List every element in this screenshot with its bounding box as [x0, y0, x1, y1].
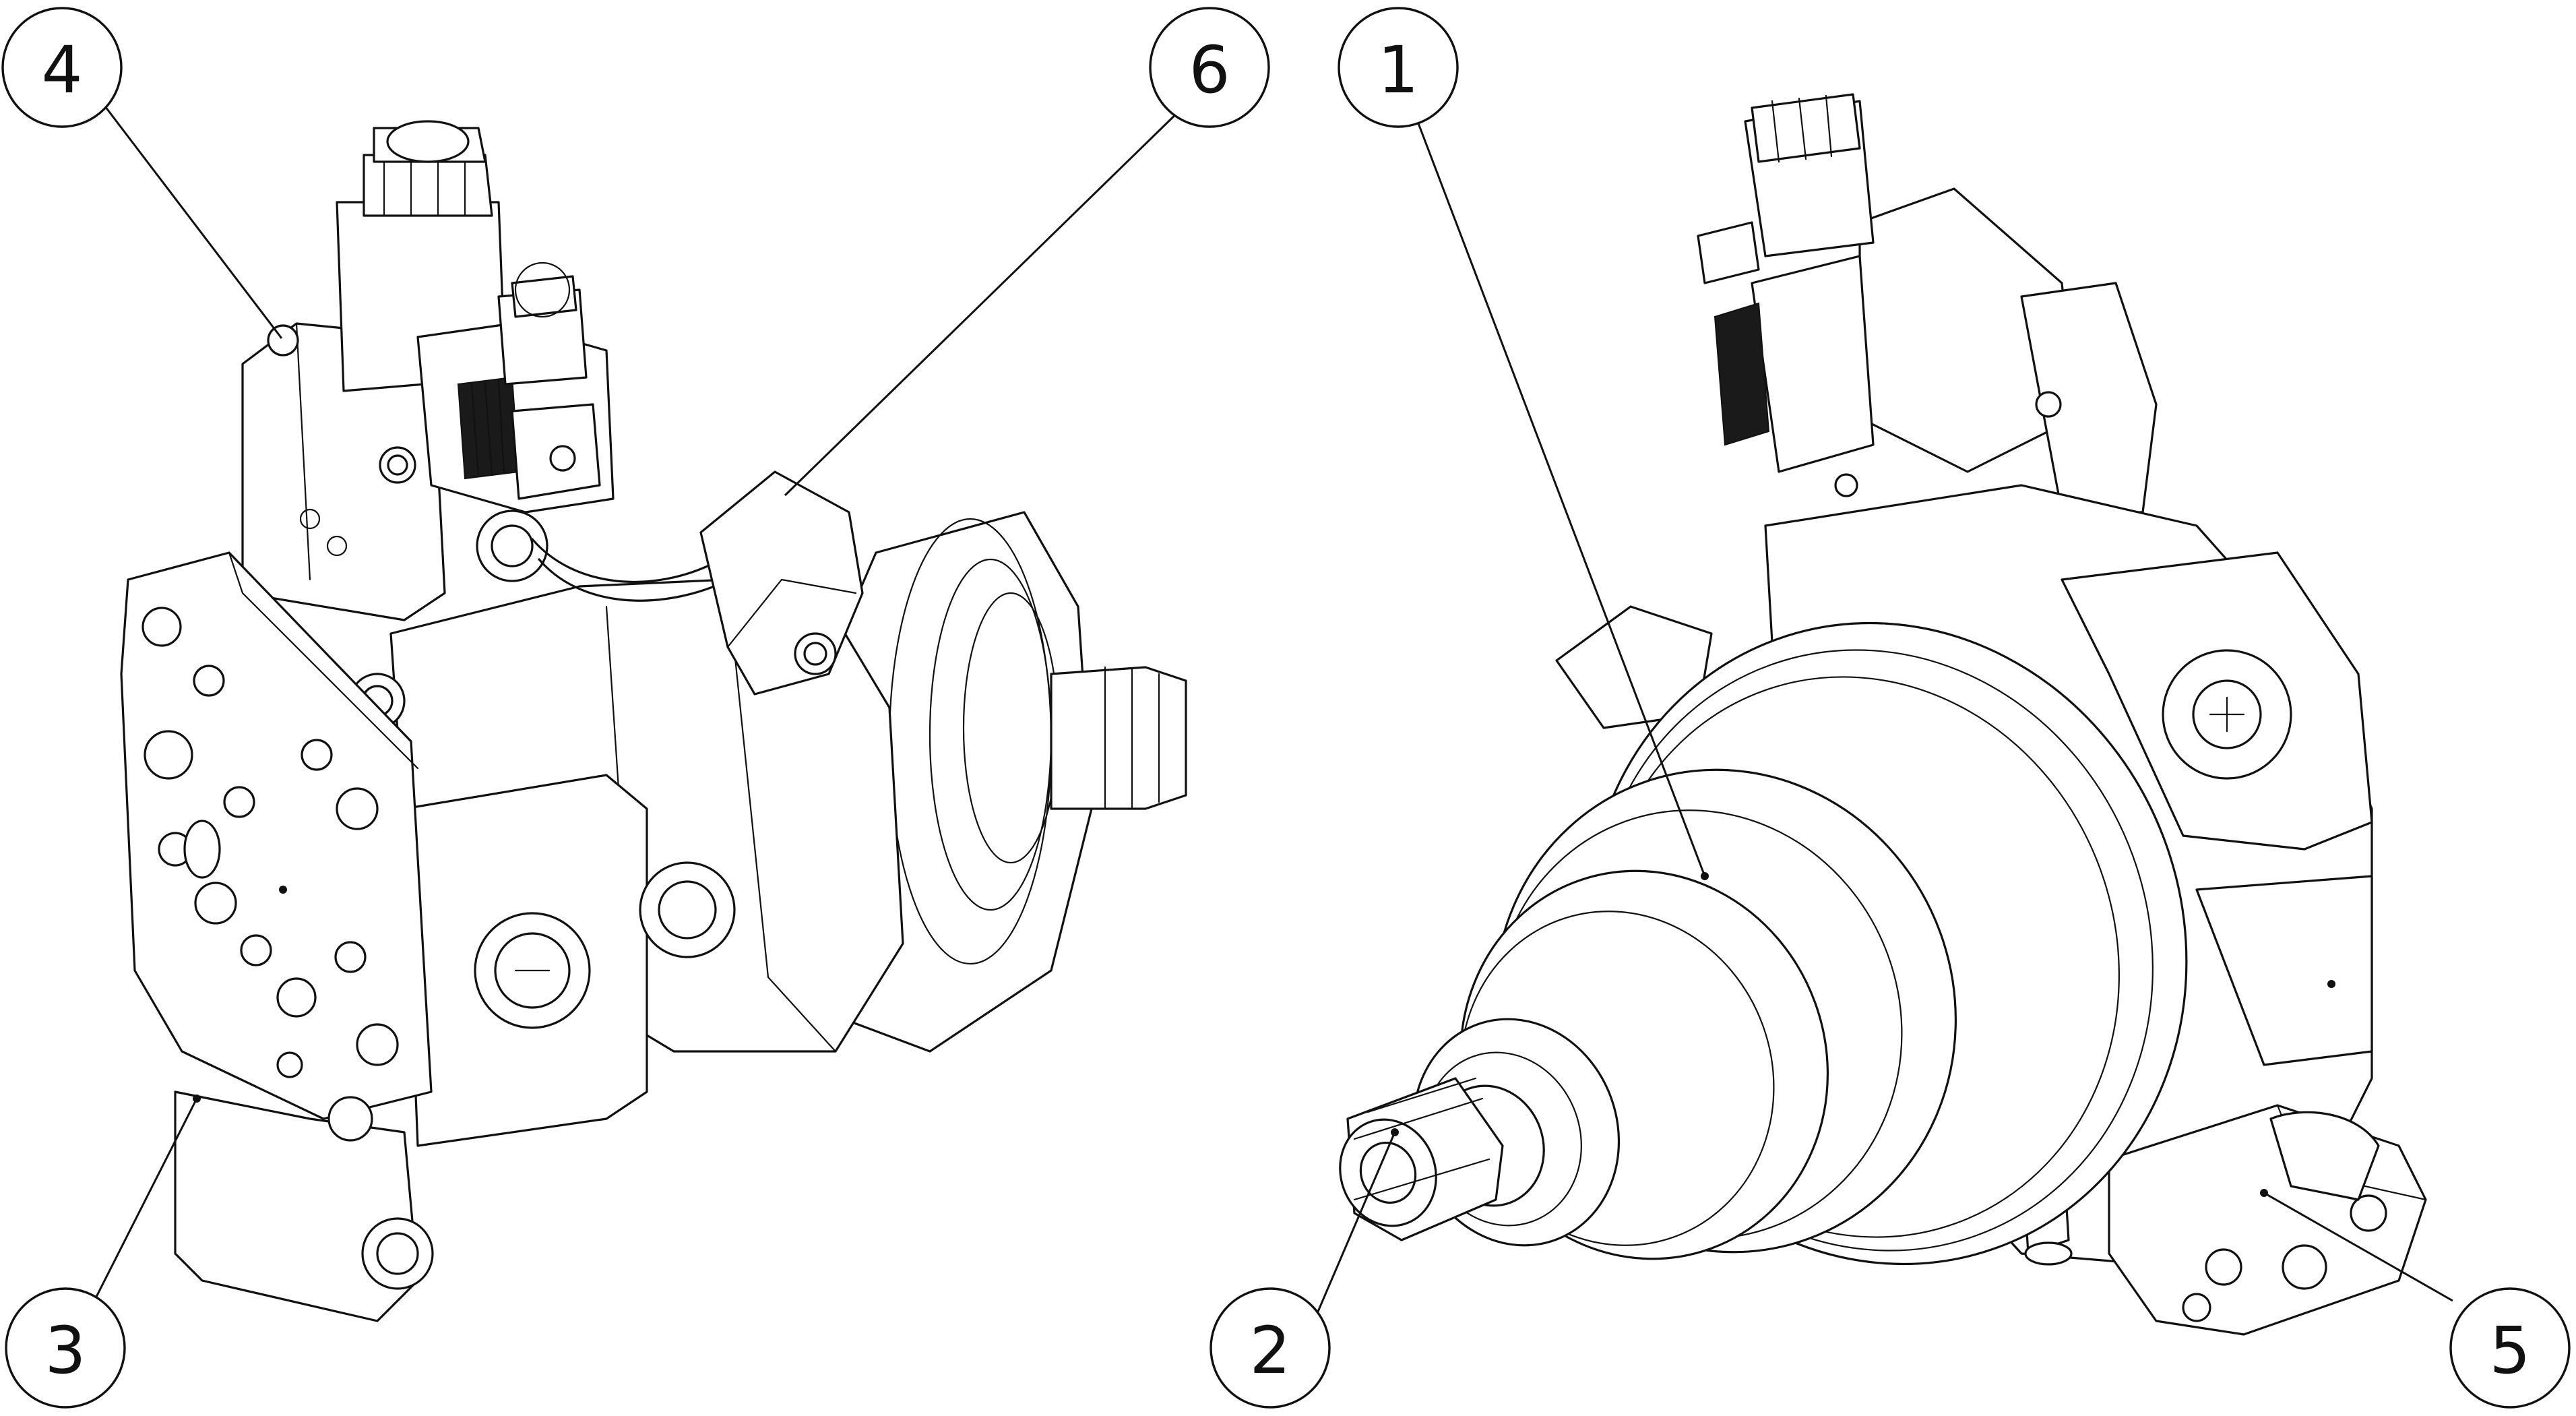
leader-4: [100, 100, 283, 339]
leader-1: [1414, 114, 1706, 877]
callout-2: 2: [1210, 1287, 1331, 1409]
callout-4-label: 4: [41, 32, 82, 108]
left-motor-housing: [349, 578, 904, 1147]
callout-1-label: 1: [1377, 32, 1418, 108]
left-sensor-cable: [531, 470, 864, 696]
left-control-valve: [241, 120, 615, 621]
callout-5: 5: [2449, 1287, 2571, 1409]
leader-5: [2263, 1192, 2453, 1302]
right-motor-assembly: [1339, 93, 2427, 1336]
right-motor-flange: [1339, 621, 2188, 1266]
callout-3: 3: [5, 1287, 126, 1409]
callout-5-label: 5: [2489, 1313, 2530, 1388]
right-rear-cover: [2108, 1104, 2427, 1336]
left-motor-assembly: [120, 120, 1187, 1322]
leader-6: [784, 103, 1187, 497]
leader-2: [1313, 1132, 1396, 1322]
callout-3-label: 3: [44, 1313, 86, 1388]
callout-4: 4: [1, 7, 123, 128]
leader-lines: [93, 100, 2453, 1322]
callout-6: 6: [1149, 7, 1270, 128]
callout-1: 1: [1338, 7, 1459, 128]
callout-2-label: 2: [1249, 1313, 1290, 1388]
leader-3: [93, 1098, 198, 1301]
right-control-valve: [1697, 93, 2158, 514]
left-port-plate: [120, 551, 434, 1322]
callout-6-label: 6: [1189, 32, 1230, 108]
